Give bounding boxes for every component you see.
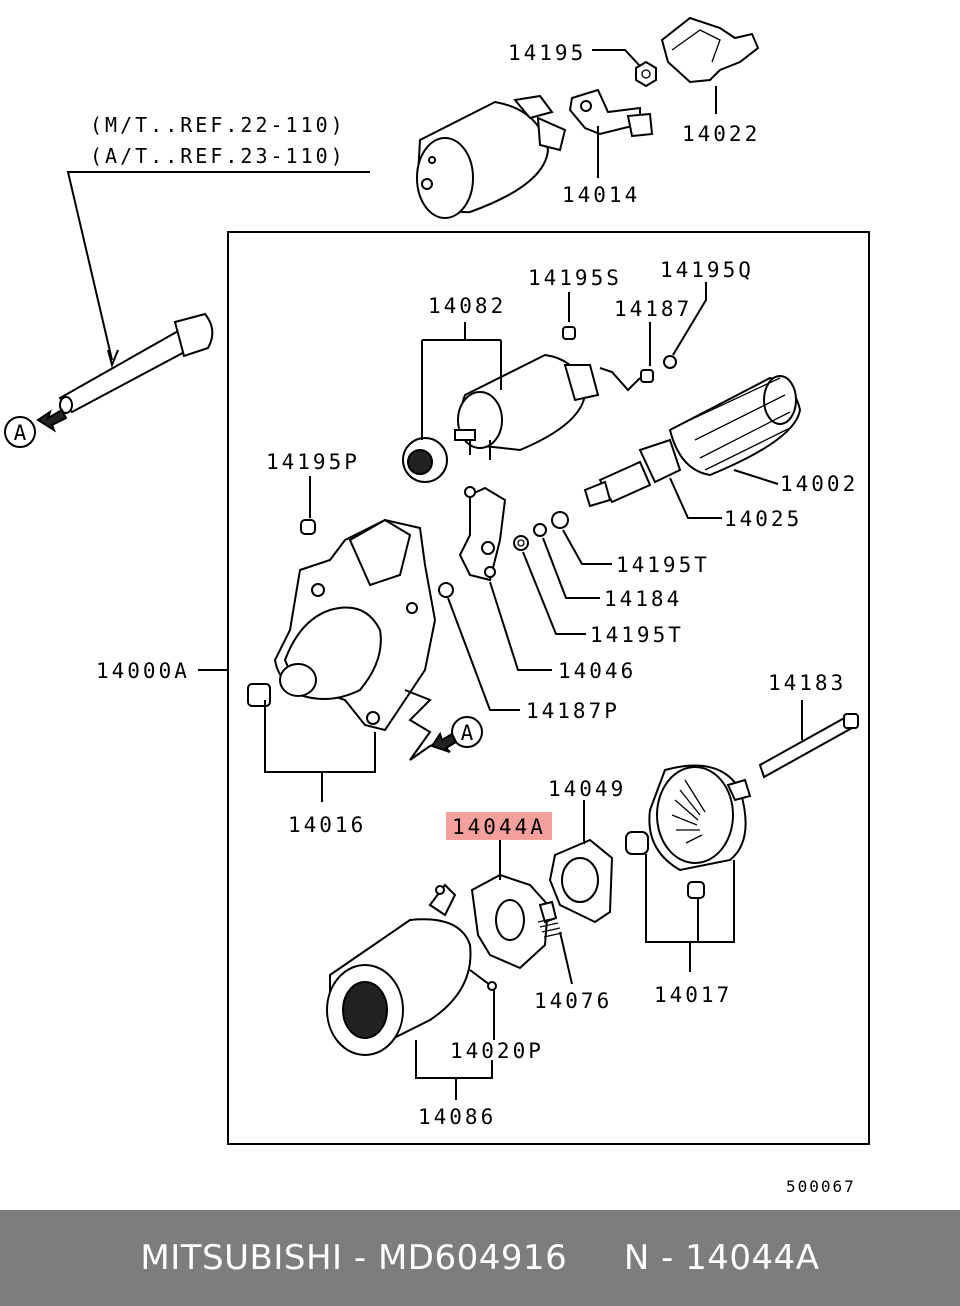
label-14000A: 14000A <box>96 659 190 683</box>
label-14022: 14022 <box>682 122 760 146</box>
label-14195Q: 14195Q <box>660 258 754 282</box>
washer-14184-drawing <box>533 523 547 537</box>
bushing-14017-drawing <box>625 831 649 855</box>
label-14049: 14049 <box>548 777 626 801</box>
callout-a-left-letter: A <box>14 421 27 445</box>
label-14002: 14002 <box>780 472 858 496</box>
end-frame-14017-drawing <box>648 764 752 899</box>
washer-14187P-drawing <box>438 582 454 598</box>
diagram-code: 500067 <box>786 1177 856 1196</box>
label-14017: 14017 <box>654 983 732 1007</box>
yoke-14086-drawing <box>326 883 497 1056</box>
solenoid-14082-drawing <box>402 353 600 483</box>
label-14046: 14046 <box>558 659 636 683</box>
footer-part-number: MD604916 <box>377 1238 568 1278</box>
label-14016: 14016 <box>288 813 366 837</box>
label-14020P: 14020P <box>450 1039 544 1063</box>
housing-arrow-line <box>404 689 432 761</box>
assembly-frame <box>227 231 870 1145</box>
bolt-14183-drawing <box>758 713 859 779</box>
label-14195T-b: 14195T <box>590 623 684 647</box>
label-14025: 14025 <box>724 507 802 531</box>
label-14184: 14184 <box>604 587 682 611</box>
washer-14195Q-drawing <box>663 355 677 369</box>
label-14187: 14187 <box>614 297 692 321</box>
footer-sep-1: - <box>342 1238 378 1278</box>
label-14086: 14086 <box>418 1105 496 1129</box>
starter-motor-exploded-diagram: A A (M/T..REF.22-110) (A/T..REF.23-110) … <box>4 16 870 1196</box>
label-14076: 14076 <box>534 989 612 1013</box>
plate-14046-drawing <box>458 486 507 582</box>
washer-14195T-b-drawing <box>513 535 529 551</box>
leader-lines <box>66 49 803 1100</box>
armature-14002-drawing <box>583 375 802 508</box>
footer-brand: MITSUBISHI <box>140 1238 343 1278</box>
cover-14022-drawing <box>660 16 760 84</box>
washer-14195T-a-drawing <box>551 511 569 529</box>
nut-14195S-drawing <box>562 326 576 340</box>
labels: (M/T..REF.22-110) (A/T..REF.23-110) 1419… <box>90 41 858 1196</box>
label-14014: 14014 <box>562 183 640 207</box>
footer-ref: N - 14044A <box>623 1238 820 1278</box>
housing-14000A-drawing <box>273 518 437 732</box>
label-14082: 14082 <box>428 294 506 318</box>
nut-14195P-drawing <box>300 519 316 535</box>
callout-a-housing: A <box>430 716 483 753</box>
label-14195P: 14195P <box>266 450 360 474</box>
label-14195: 14195 <box>508 41 586 65</box>
label-14183: 14183 <box>768 671 846 695</box>
label-14195S: 14195S <box>528 266 622 290</box>
solenoid-cap-drawing <box>416 94 567 219</box>
brush-holder-14044A-drawing <box>470 873 558 970</box>
label-14187P: 14187P <box>526 699 620 723</box>
ref-mt: (M/T..REF.22-110) <box>90 113 346 137</box>
ref-at: (A/T..REF.23-110) <box>90 144 346 168</box>
bushing-14016-drawing <box>247 683 271 707</box>
label-14195T-a: 14195T <box>616 553 710 577</box>
nut-14195-drawing <box>635 60 657 88</box>
through-shaft-drawing <box>58 312 214 414</box>
plate-14049-drawing <box>548 838 614 924</box>
nut-14187-drawing <box>640 369 654 383</box>
highlight-14044A <box>446 812 552 840</box>
callout-a-housing-letter: A <box>461 721 474 745</box>
spring-14076-drawing <box>537 917 563 938</box>
footer-gap <box>567 1238 624 1278</box>
label-14044A: 14044A <box>452 815 546 839</box>
part-info-bar: MITSUBISHI - MD604916 N - 14044A <box>0 1210 960 1306</box>
callout-a-left: A <box>4 408 68 448</box>
bracket-14014-drawing <box>568 88 654 138</box>
